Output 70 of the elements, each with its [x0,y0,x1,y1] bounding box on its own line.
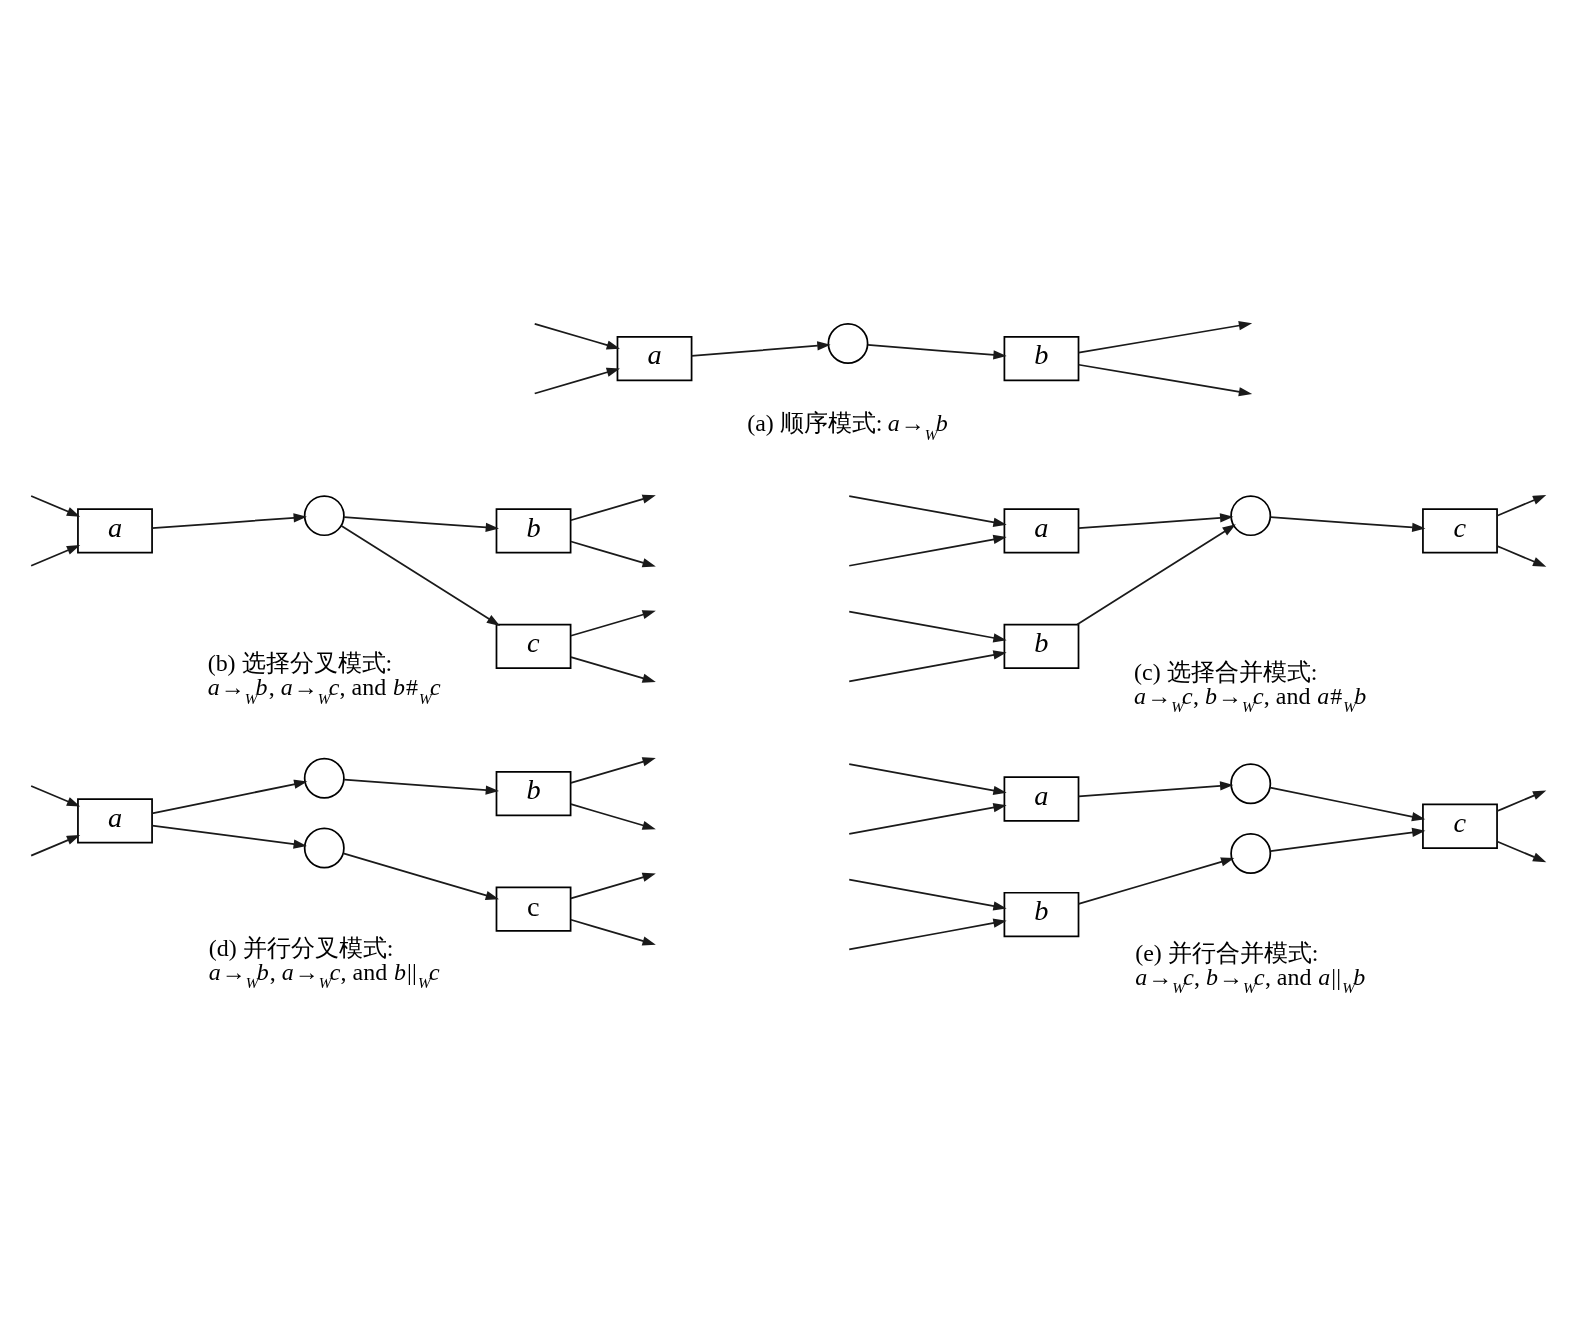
arrow [30,545,81,567]
arrow [151,824,307,849]
arrow [30,785,81,807]
node-circle [1230,495,1272,537]
label: (c) 选择合并模式: a→$_{W}$c, b→$_{W}$c, and a#$_{W}$b [1134,658,1367,716]
arrow [30,495,81,517]
arrow [848,610,1007,643]
node-circle [1230,763,1272,805]
arrow [570,872,656,900]
arrow [340,524,501,626]
node-circle [827,322,869,364]
node-box: a [77,798,153,844]
node-box: a [616,336,693,382]
node-circle [1230,833,1272,874]
node-circle [303,827,345,869]
node-box: c [495,623,572,670]
arrow [30,835,81,857]
arrow [1269,827,1426,852]
node-box: a [1003,508,1080,554]
arrow [1076,524,1236,626]
arrow [1077,857,1235,905]
arrow [848,763,1007,796]
arrow [343,516,499,533]
label: (e) 并行合并模式: a→$_{W}$c, b→$_{W}$c, and a||$_{W}$b [1135,939,1366,997]
arrow [1496,790,1547,812]
arrow [570,918,656,946]
node-circle [303,495,345,537]
arrow [690,341,831,357]
arrow [151,513,307,530]
arrow [533,322,620,350]
arrow [1496,840,1547,863]
node-box: a [1003,776,1080,822]
arrow [848,802,1007,835]
label: (b) 选择分叉模式: a→$_{W}$b, a→$_{W}$c, and b#$_{W}$c [207,650,441,707]
arrow [342,852,499,900]
arrow [1077,781,1234,798]
label: (d) 并行分叉模式: a→$_{W}$b, a→$_{W}$c, and b||$_{W}$c [208,934,440,992]
node-circle [303,757,345,799]
arrow [1077,513,1234,530]
arrow [570,803,656,830]
label: (a) 顺序模式: a→$_{W}$b [747,410,948,443]
node-box: b [495,770,572,817]
arrow [570,540,656,568]
arrow [848,918,1007,951]
arrow [570,494,656,522]
arrow [1077,363,1253,397]
arrow [848,650,1007,683]
arrow [570,757,656,784]
node-box: b [1003,623,1080,670]
node-box: c [1422,508,1498,554]
node-box: c [1422,803,1498,849]
arrow [1269,786,1426,822]
arrow [570,610,656,637]
arrow [343,778,499,795]
arrow [1496,545,1547,567]
node-box: b [495,508,572,554]
arrow [1077,321,1253,354]
arrow [1269,516,1426,533]
arrow [848,878,1007,911]
arrow [533,367,620,395]
node-box: c [495,886,572,932]
node-box: a [77,508,153,554]
node-box: b [1003,891,1080,938]
arrow [848,534,1007,567]
arrow [848,495,1007,527]
arrow [866,344,1007,360]
arrow [570,656,656,683]
arrow [151,779,308,815]
arrow [1496,495,1547,517]
node-box: b [1003,336,1080,382]
